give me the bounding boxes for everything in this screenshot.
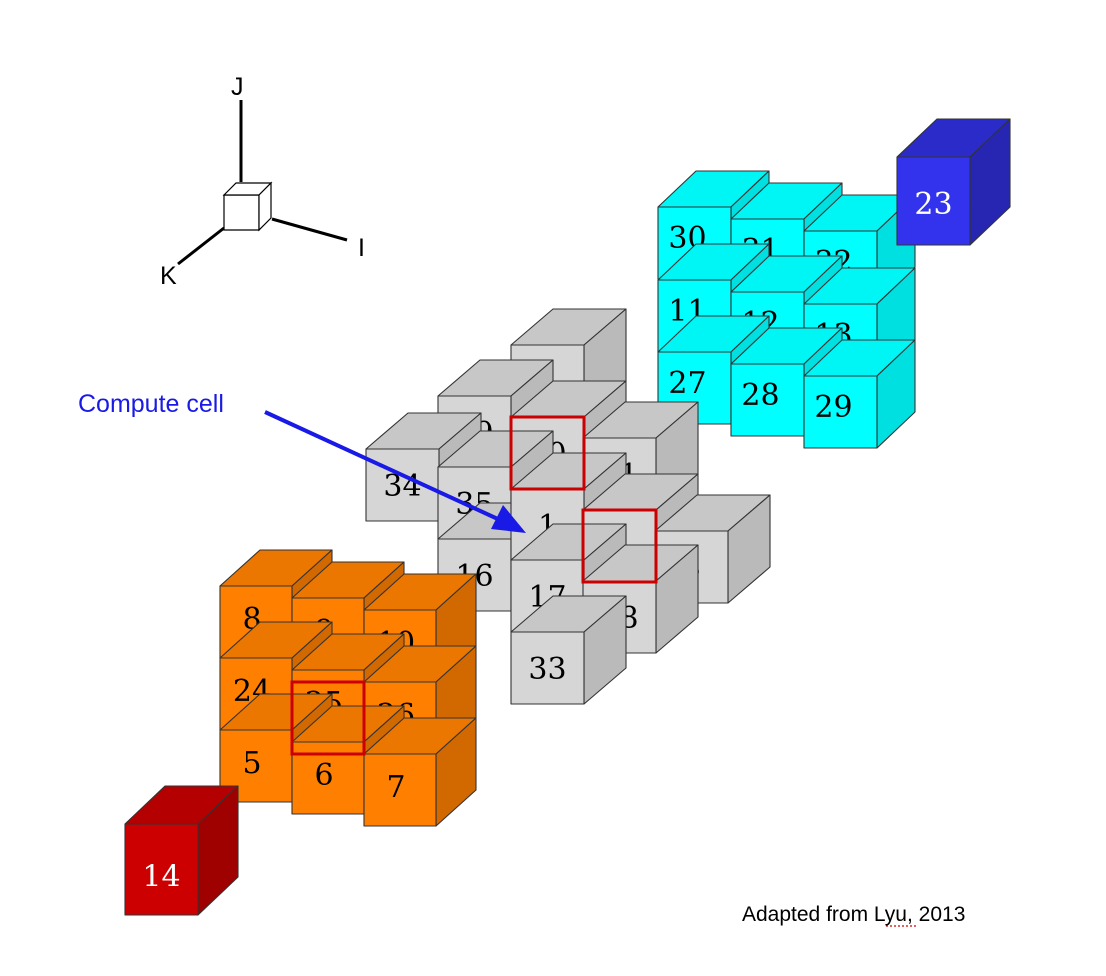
k-axis-label: K: [160, 262, 177, 290]
cell-number: 27: [668, 366, 706, 401]
cell-7: 7: [363, 717, 477, 827]
cell-front-face: [730, 363, 805, 437]
cell-23: 23: [896, 118, 1011, 246]
cell-front-face: [803, 375, 878, 449]
j-axis-label: J: [231, 73, 244, 101]
cell-front-face: [124, 823, 199, 916]
axis-indicator: [177, 100, 348, 266]
compute-cell-arrow: [264, 410, 526, 533]
cell-number: 6: [314, 758, 333, 793]
cell-front-face: [219, 729, 293, 803]
cyan-cell-group: 303132111213272829: [657, 170, 916, 449]
cell-number: 33: [528, 652, 566, 687]
cell-number: 28: [741, 378, 779, 413]
highlight-outline-20: [509, 415, 586, 491]
cell-number: 29: [814, 390, 852, 425]
orange-cell-group: 8910242526567: [219, 549, 477, 827]
highlight-outlines: [509, 415, 658, 584]
credit-text: Adapted from Lyu, 2013: [742, 903, 965, 926]
highlight-outline-25: [290, 680, 366, 756]
cell-14: 14: [124, 785, 239, 916]
credit-suffix: , 2013: [907, 903, 965, 926]
red-cell-group: 14: [124, 785, 239, 916]
credit-author: Lyu: [874, 903, 907, 926]
blue-cell-group: 23: [896, 118, 1011, 246]
k-axis-line: [177, 226, 225, 266]
cell-number: 7: [386, 770, 405, 805]
orange-highlight: [290, 680, 366, 756]
credit-prefix: Adapted from: [742, 903, 874, 926]
cell-front-face: [510, 631, 585, 705]
cell-front-face: [363, 753, 437, 827]
highlight-outline-2: [581, 508, 658, 584]
cell-number: 14: [142, 860, 180, 895]
compute-cell-label: Compute cell: [78, 390, 224, 418]
axis-origin-cube: [222, 181, 273, 232]
i-axis-label: I: [358, 234, 365, 262]
cell-33: 33: [510, 595, 627, 705]
cell-front-face: [896, 156, 971, 246]
cell-number: 23: [914, 187, 952, 222]
cell-29: 29: [803, 339, 916, 449]
cell-number: 5: [242, 746, 261, 781]
i-axis-line: [271, 217, 348, 242]
